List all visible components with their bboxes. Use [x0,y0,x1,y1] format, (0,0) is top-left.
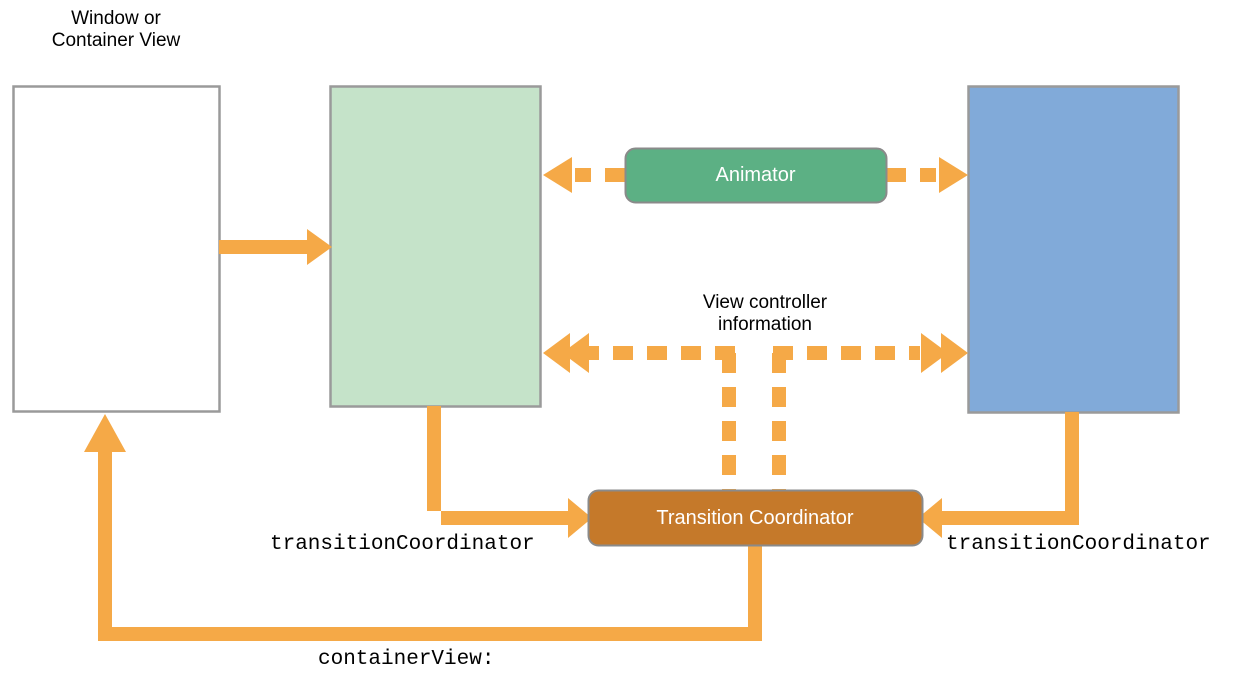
connector-coordinator-to-container [84,414,762,641]
node-transition-coordinator[interactable] [587,489,924,547]
annotation-line-1: View controller [702,292,828,313]
node-animator[interactable] [624,147,888,204]
connector-container-to-fromview [219,229,332,265]
connector-fromview-to-coordinator [427,406,592,538]
annotation-container-view: containerView: [318,648,495,671]
caption-line-2: Container View [51,30,181,52]
box-from-view[interactable] [329,85,542,408]
box-to-view[interactable] [967,85,1180,414]
connector-animator-to-toview [886,157,968,193]
box-window-container-view[interactable] [12,85,221,413]
caption-line-1: Window or [71,8,161,29]
connector-coordinator-to-fromview [543,333,735,373]
annotation-transition-coordinator-right: transitionCoordinator [946,533,1211,556]
connector-animator-to-fromview [543,157,625,193]
annotation-line-2: information [718,314,812,336]
connector-coordinator-to-toview [773,333,968,373]
connector-toview-to-coordinator [918,412,1079,538]
annotation-transition-coordinator-left: transitionCoordinator [270,533,535,556]
